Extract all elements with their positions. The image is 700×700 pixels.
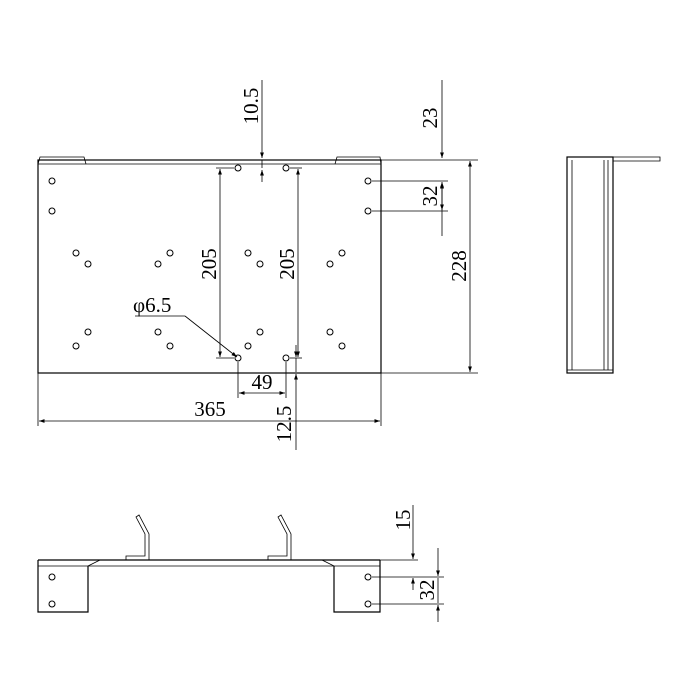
side-view — [566, 156, 661, 374]
hole — [154, 260, 162, 268]
left-upright-tab — [125, 514, 150, 560]
hole — [256, 328, 264, 336]
dim-right-top: 23 32 — [372, 80, 448, 236]
hole — [244, 249, 252, 257]
hole — [338, 249, 346, 257]
dim-label: φ6.5 — [133, 293, 171, 317]
hole — [364, 177, 372, 185]
hole — [48, 573, 56, 581]
hole — [72, 342, 80, 350]
left-flange-tab — [37, 156, 87, 165]
hole — [364, 573, 372, 581]
dim-bottom-view: 15 32 — [372, 505, 444, 622]
hole — [48, 177, 56, 185]
dim-label: 12.5 — [272, 406, 296, 443]
dim-overall-height: 228 — [381, 159, 478, 374]
dim-label: 49 — [252, 370, 273, 394]
dim-label: 32 — [415, 580, 439, 601]
dim-label: 205 — [275, 248, 299, 280]
dim-vertical-left: 205 — [197, 167, 234, 359]
dim-label: 32 — [418, 186, 442, 207]
hole — [364, 207, 372, 215]
dim-horizontal-spacing: 49 — [237, 362, 287, 398]
hole — [364, 600, 372, 608]
dim-label: 10.5 — [239, 88, 263, 125]
hole — [234, 164, 242, 172]
hole — [154, 328, 162, 336]
bottom-view — [37, 514, 381, 613]
dim-label: 365 — [194, 397, 226, 421]
side-flange — [608, 156, 661, 162]
dim-overall-width: 365 — [37, 373, 382, 426]
hole — [166, 249, 174, 257]
hole — [48, 207, 56, 215]
hole — [282, 164, 290, 172]
dim-hole-diameter: φ6.5 — [133, 293, 238, 358]
hole — [84, 328, 92, 336]
right-upright-tab — [267, 514, 292, 560]
hole — [338, 342, 346, 350]
dim-top-offset: 10.5 — [239, 80, 264, 182]
dim-label: 23 — [418, 108, 442, 129]
dim-bottom-offset: 12.5 — [272, 345, 298, 450]
left-foot — [37, 560, 89, 613]
dim-label: 228 — [447, 250, 471, 282]
dim-vertical-right: 205 — [275, 167, 302, 359]
hole — [326, 260, 334, 268]
hole — [282, 354, 290, 362]
dim-label: 205 — [197, 248, 221, 280]
side-body — [566, 156, 614, 374]
hole — [166, 342, 174, 350]
hole — [256, 260, 264, 268]
hole — [72, 249, 80, 257]
hole — [326, 328, 334, 336]
dim-label: 15 — [391, 510, 415, 531]
plate-outline — [37, 159, 382, 374]
hole — [48, 600, 56, 608]
right-foot — [333, 560, 381, 613]
hole — [244, 342, 252, 350]
right-flange-tab — [334, 156, 382, 165]
hole — [84, 260, 92, 268]
